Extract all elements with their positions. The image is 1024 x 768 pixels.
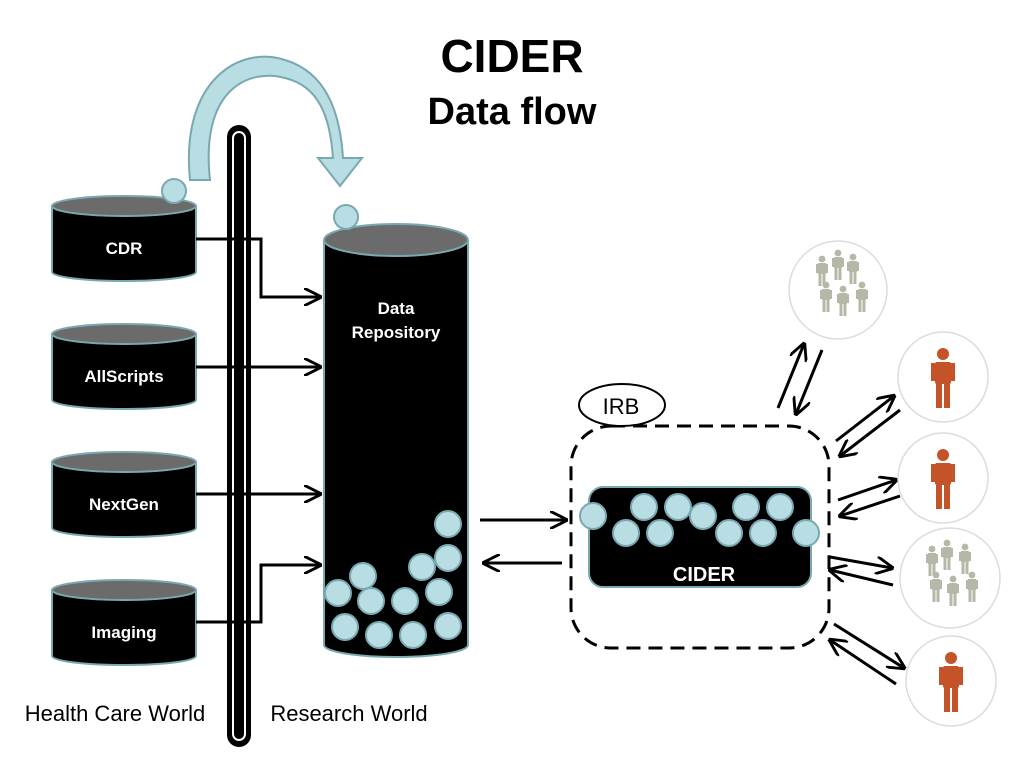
source-label: AllScripts xyxy=(84,367,163,386)
source-label: NextGen xyxy=(89,495,159,514)
data-bubble xyxy=(333,204,359,230)
people-group-icon xyxy=(788,240,888,340)
repository-label-line2: Repository xyxy=(352,323,441,342)
irb-badge: IRB xyxy=(578,383,666,427)
source-connectors xyxy=(196,237,320,624)
health-care-world-label: Health Care World xyxy=(25,701,206,726)
source-cdr: CDR xyxy=(51,195,197,282)
data-repository-cylinder: Data Repository xyxy=(323,223,469,658)
source-label: CDR xyxy=(106,239,143,258)
source-nextgen: NextGen xyxy=(51,451,197,538)
page-title: CIDER xyxy=(440,30,583,82)
repository-label-line1: Data xyxy=(378,299,415,318)
data-bubble xyxy=(161,178,187,204)
person-icon xyxy=(905,635,997,727)
source-imaging: Imaging xyxy=(51,579,197,666)
cider-box-label: CIDER xyxy=(673,564,736,586)
cider-bubbles xyxy=(579,493,820,547)
person-icon xyxy=(897,432,989,524)
transfer-curve-arrow xyxy=(187,55,365,188)
irb-label: IRB xyxy=(603,394,640,419)
page-subtitle: Data flow xyxy=(428,91,597,133)
user-exchange-arrows xyxy=(776,344,904,686)
source-label: Imaging xyxy=(91,623,156,642)
people-group-icon xyxy=(899,527,1001,629)
repository-bubbles xyxy=(324,510,462,649)
person-icon xyxy=(897,331,989,423)
source-allscripts: AllScripts xyxy=(51,323,197,410)
irb-boundary xyxy=(569,424,831,650)
repository-cider-arrows xyxy=(480,520,566,563)
research-world-label: Research World xyxy=(270,701,427,726)
